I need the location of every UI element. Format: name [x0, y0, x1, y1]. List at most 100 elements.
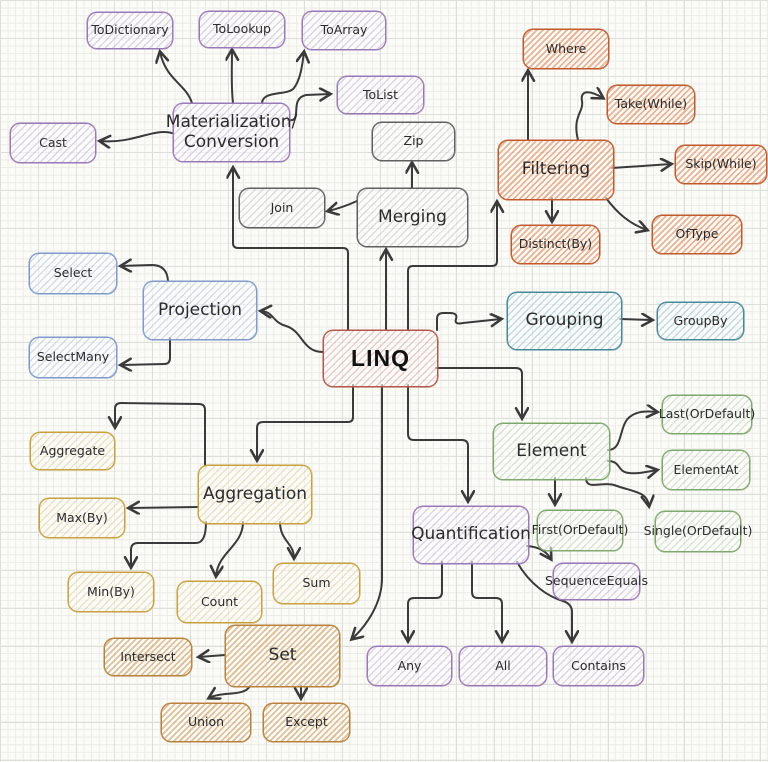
node-label: Aggregate — [39, 442, 106, 458]
node-minby[interactable]: Min(By) — [68, 572, 154, 612]
edge-linq-quantification — [407, 384, 468, 501]
node-sequenceequals[interactable]: SequenceEquals — [545, 563, 648, 600]
node-lastordefault[interactable]: Last(OrDefault) — [658, 395, 756, 434]
node-cast[interactable]: Cast — [10, 123, 96, 163]
node-label: Union — [187, 714, 225, 730]
node-set[interactable]: Set — [225, 625, 340, 687]
node-aggregate[interactable]: Aggregate — [30, 432, 115, 470]
node-label: Filtering — [521, 159, 591, 180]
node-label: Aggregation — [202, 483, 308, 504]
node-label: Distinct(By) — [518, 236, 593, 252]
edge-aggregation-count — [216, 521, 244, 576]
node-label: Any — [397, 657, 422, 673]
node-projection[interactable]: Projection — [143, 281, 257, 340]
node-oftype[interactable]: OfType — [652, 215, 742, 254]
edge-element-elementat — [607, 460, 657, 473]
node-linq[interactable]: LINQ — [323, 330, 438, 387]
edge-linq-aggregation — [257, 384, 354, 460]
node-label: ToLookup — [213, 21, 271, 37]
node-filtering[interactable]: Filtering — [498, 140, 614, 200]
node-any[interactable]: Any — [367, 646, 452, 686]
node-label: SelectMany — [36, 349, 110, 365]
edge-aggregation-aggregate — [115, 402, 206, 466]
node-groupby[interactable]: GroupBy — [657, 302, 744, 340]
node-label: Join — [270, 199, 294, 215]
edge-linq-grouping — [436, 312, 501, 331]
node-all[interactable]: All — [459, 646, 547, 686]
edge-materialization-cast — [100, 131, 173, 141]
node-label: Count — [200, 593, 239, 609]
edge-quantification-contains — [516, 561, 572, 641]
node-where[interactable]: Where — [523, 29, 609, 69]
node-label: All — [495, 657, 511, 673]
edge-linq-filtering — [407, 202, 497, 331]
node-contains[interactable]: Contains — [553, 646, 644, 686]
node-elementat[interactable]: ElementAt — [662, 450, 750, 490]
node-count[interactable]: Count — [177, 581, 262, 623]
node-quantification[interactable]: Quantification — [411, 506, 531, 564]
node-label: Zip — [403, 133, 424, 149]
node-label: Intersect — [120, 648, 176, 664]
node-label: Element — [516, 440, 587, 461]
node-toarray[interactable]: ToArray — [302, 11, 386, 50]
edge-grouping-groupby — [619, 319, 652, 320]
node-label: Set — [268, 645, 297, 666]
edge-projection-selectmany — [121, 337, 171, 365]
node-singleordefault[interactable]: Single(OrDefault) — [644, 511, 752, 552]
node-takewhile[interactable]: Take(While) — [607, 85, 695, 124]
node-label: Projection — [157, 299, 243, 320]
node-skipwhile[interactable]: Skip(While) — [675, 145, 767, 184]
edge-element-singleordefault — [585, 477, 649, 506]
node-label: Max(By) — [56, 509, 108, 525]
edge-filtering-oftype — [605, 197, 647, 230]
node-label: Where — [545, 40, 587, 56]
node-label: Min(By) — [87, 583, 135, 599]
edge-materialization-todictionary — [160, 52, 193, 104]
node-tolookup[interactable]: ToLookup — [199, 11, 285, 48]
edge-aggregation-sum — [279, 521, 294, 558]
node-label: ToList — [362, 86, 398, 102]
edge-filtering-takewhile — [575, 92, 603, 141]
node-select[interactable]: Select — [29, 253, 117, 294]
node-label: Take(While) — [614, 96, 688, 112]
node-aggregation[interactable]: Aggregation — [198, 465, 312, 524]
node-label: LINQ — [351, 345, 410, 372]
node-union[interactable]: Union — [161, 703, 251, 742]
node-distinctby[interactable]: Distinct(By) — [511, 225, 600, 264]
edge-set-union — [209, 685, 251, 698]
node-materialization[interactable]: Materialization/ Conversion — [166, 103, 297, 162]
node-merging[interactable]: Merging — [357, 188, 468, 247]
node-label: Last(OrDefault) — [658, 406, 756, 422]
edge-aggregation-maxby — [129, 507, 199, 508]
edge-materialization-tolookup — [232, 50, 233, 104]
node-maxby[interactable]: Max(By) — [39, 498, 125, 538]
node-element[interactable]: Element — [493, 423, 610, 480]
edge-linq-element — [435, 367, 522, 418]
edge-projection-select — [121, 265, 169, 282]
node-label: Grouping — [525, 310, 604, 331]
node-zip[interactable]: Zip — [372, 122, 455, 161]
node-todictionary[interactable]: ToDictionary — [87, 12, 173, 49]
node-grouping[interactable]: Grouping — [507, 292, 622, 350]
node-sum[interactable]: Sum — [273, 563, 360, 604]
edge-linq-set — [352, 384, 383, 639]
node-label: Skip(While) — [685, 156, 757, 172]
node-label: GroupBy — [673, 312, 728, 328]
node-join[interactable]: Join — [239, 188, 325, 228]
node-label: Sum — [302, 575, 331, 591]
node-intersect[interactable]: Intersect — [104, 638, 192, 676]
node-label: Contains — [571, 657, 626, 673]
edge-quantification-all — [471, 561, 502, 641]
node-label: ToDictionary — [91, 22, 169, 38]
node-except[interactable]: Except — [263, 703, 350, 742]
node-tolist[interactable]: ToList — [337, 76, 424, 114]
node-firstordefault[interactable]: First(OrDefault) — [532, 510, 628, 551]
node-label: OfType — [675, 226, 719, 242]
node-selectmany[interactable]: SelectMany — [29, 337, 117, 378]
node-label: Select — [53, 265, 93, 281]
node-label: Except — [285, 714, 328, 730]
edge-materialization-toarray — [261, 52, 304, 104]
edge-aggregation-minby — [131, 521, 207, 567]
